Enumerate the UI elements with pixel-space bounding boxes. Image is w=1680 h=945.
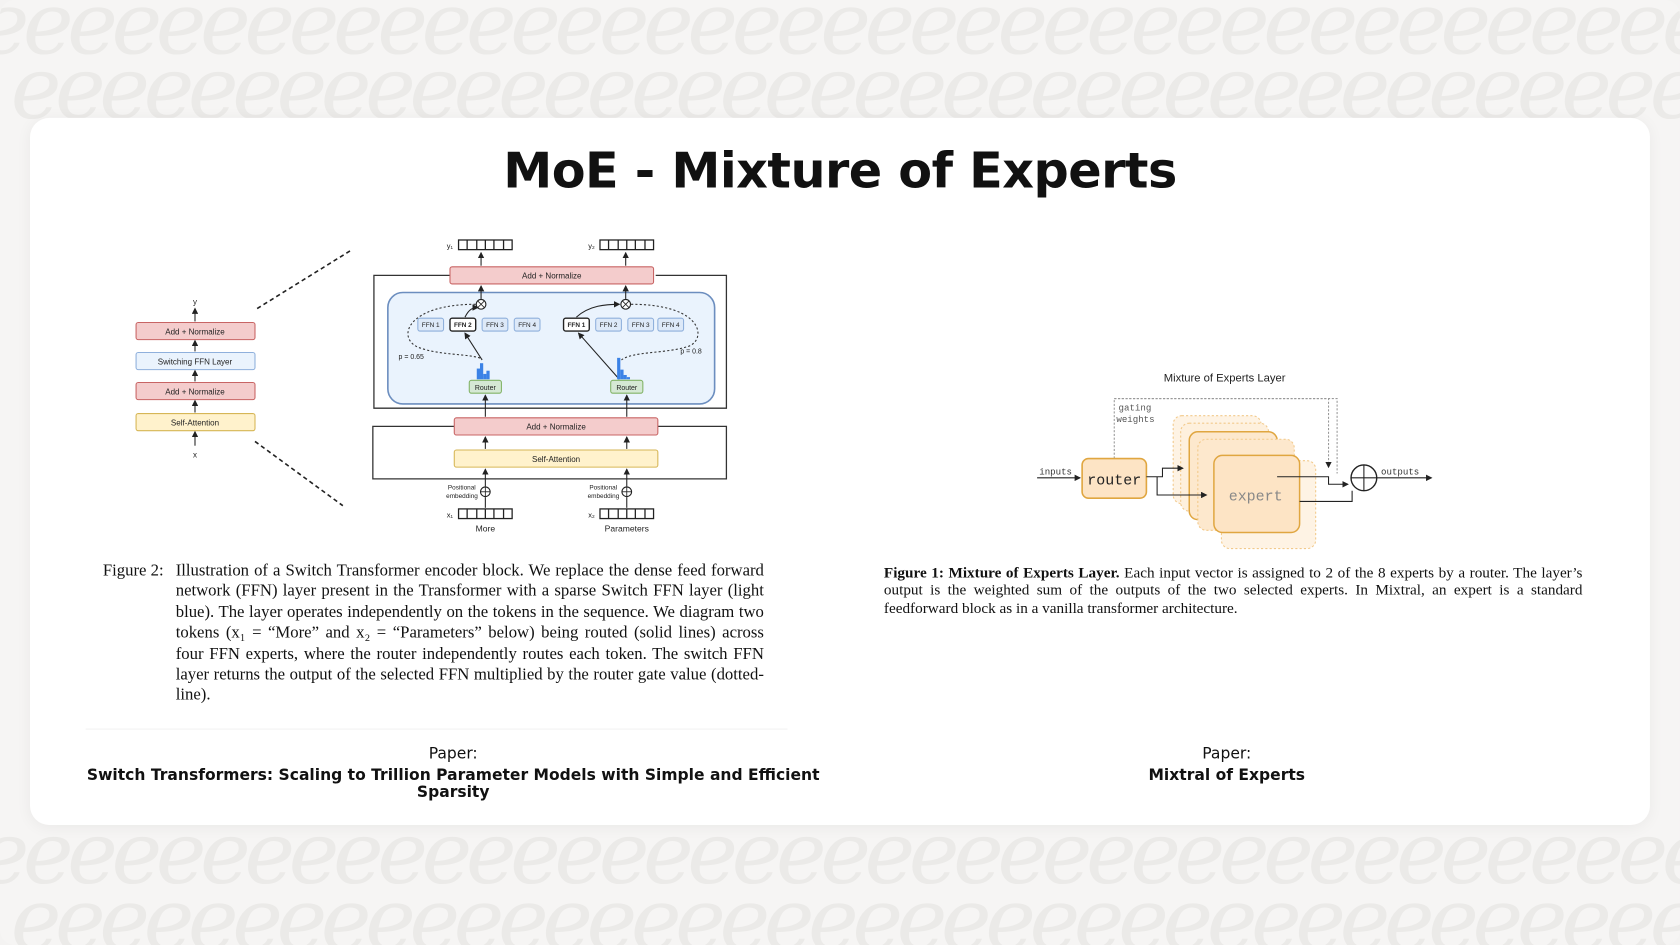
- ffn-label: FFN 2: [600, 322, 618, 329]
- expert-box: [1213, 454, 1301, 534]
- router-label: router: [1087, 472, 1141, 489]
- paper-reference-left: Paper: Switch Transformers: Scaling to T…: [64, 746, 842, 802]
- paper-label: Paper:: [1202, 745, 1252, 763]
- positional-embedding-label: embedding: [446, 493, 478, 500]
- moe-layer-diagram: Mixture of Experts Layer gating weights …: [1037, 372, 1433, 550]
- add-normalize-label: Add + Normalize: [522, 272, 582, 281]
- content-card: [29, 117, 1650, 825]
- add-normalize-bottom-box: [453, 417, 659, 436]
- inputs-label: inputs: [1039, 467, 1072, 478]
- y2-vector: [599, 239, 655, 251]
- router-box: [468, 379, 502, 394]
- figure-2-caption: Figure 2: Illustration of a Switch Trans…: [103, 560, 764, 706]
- token-label: More: [476, 523, 496, 533]
- positional-embedding-label: Positional: [589, 485, 617, 492]
- router-box: [610, 379, 644, 394]
- x2-label: x₂: [588, 510, 595, 519]
- caption-text: Each input vector is assigned to 2 of th…: [883, 564, 1583, 617]
- self-attention-label: Self-Attention: [532, 455, 580, 464]
- add-normalize-top-box: [449, 266, 655, 285]
- paper-title: Switch Transformers: Scaling to Trillion…: [86, 767, 820, 802]
- ffn-label: FFN 3: [632, 322, 650, 329]
- positional-embedding-label: Positional: [448, 485, 476, 492]
- expert-label: expert: [1229, 488, 1283, 505]
- router-box: [1081, 457, 1148, 500]
- ffn-label: FFN 1: [568, 322, 586, 329]
- caption-label: Figure 2:: [102, 561, 164, 580]
- page-title: MoE - Mixture of Experts: [503, 141, 1177, 200]
- stack-label: Switching FFN Layer: [158, 357, 233, 366]
- ffn-label: FFN 4: [518, 322, 536, 329]
- gating-label: gating: [1119, 402, 1152, 413]
- x2-vector: [599, 508, 655, 520]
- x1-vector: [457, 508, 513, 520]
- caption-label: Figure 1: Mixture of Experts Layer.: [883, 564, 1120, 582]
- router-label: Router: [475, 385, 497, 392]
- p-left-label: p = 0.65: [399, 354, 424, 361]
- y2-label: y₂: [588, 242, 595, 251]
- background-pattern: eeeeeeeeeeeeeeeeeeeeeeeeeeeeeeeeeeeeeeee…: [10, 38, 1680, 139]
- p-right-label: p = 0.8: [680, 349, 702, 356]
- stack-label: Add + Normalize: [165, 327, 225, 336]
- switch-transformer-diagram: y Add + Normalize Switching FFN Layer Ad…: [135, 239, 728, 533]
- y1-label: y₁: [447, 242, 454, 251]
- self-attention-box: [453, 449, 659, 468]
- y1-vector: [457, 239, 513, 251]
- outputs-label: outputs: [1381, 467, 1419, 478]
- ffn-label: FFN 2: [454, 322, 472, 329]
- diagram-title: Mixture of Experts Layer: [1164, 372, 1286, 384]
- gating-label: weights: [1116, 414, 1154, 425]
- ffn-label: FFN 4: [662, 322, 680, 329]
- stack-output-label: y: [193, 297, 197, 306]
- stack-input-label: x: [193, 450, 197, 459]
- add-normalize-label: Add + Normalize: [526, 423, 586, 432]
- caption-text: Illustration of a Switch Transformer enc…: [175, 561, 764, 705]
- stack-label: Add + Normalize: [165, 387, 225, 396]
- paper-label: Paper:: [428, 745, 478, 763]
- background-pattern: eeeeeeeeeeeeeeeeeeeeeeeeeeeeeeeeeeeeeeee…: [0, 0, 1680, 74]
- ffn-label: FFN 1: [422, 322, 440, 329]
- x1-label: x₁: [447, 510, 454, 519]
- positional-embedding-label: embedding: [588, 493, 620, 500]
- figure-1-caption: Figure 1: Mixture of Experts Layer. Each…: [884, 565, 1583, 618]
- router-label: Router: [616, 385, 638, 392]
- background-pattern: eeeeeeeeeeeeeeeeeeeeeeeeeeeeeeeeeeeeeeee…: [10, 869, 1680, 945]
- divider: [85, 728, 788, 730]
- stack-label: Self-Attention: [171, 418, 219, 427]
- paper-title: Mixtral of Experts: [1148, 767, 1306, 785]
- token-label: Parameters: [605, 523, 649, 533]
- paper-reference-right: Paper: Mixtral of Experts: [1012, 746, 1441, 785]
- router-histogram: [476, 357, 630, 380]
- ffn-label: FFN 3: [486, 322, 504, 329]
